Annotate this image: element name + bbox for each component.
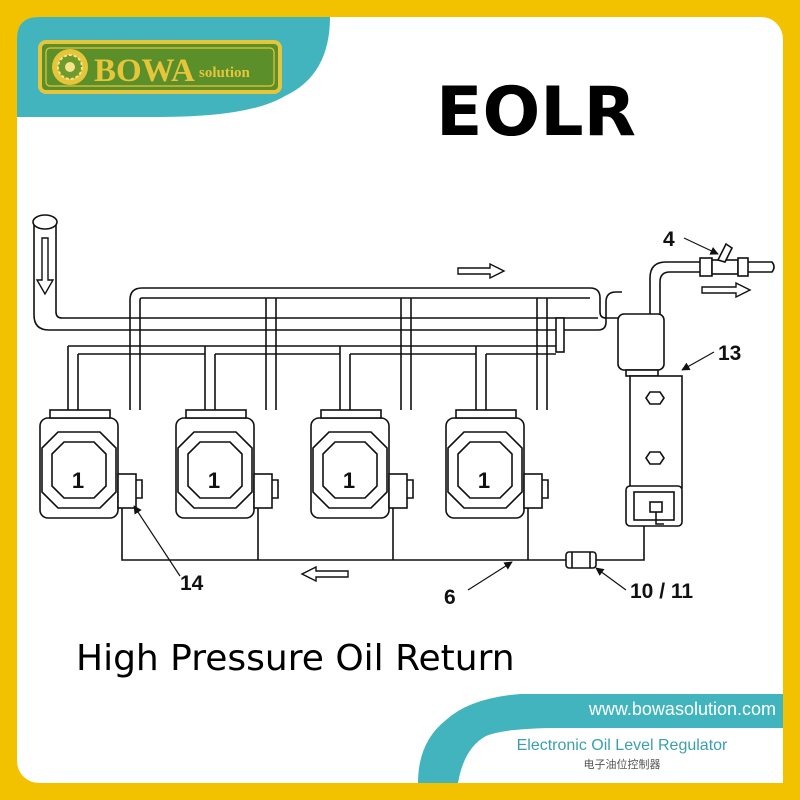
callout-10-11: 10 / 11 <box>630 580 693 603</box>
sun-circle-icon <box>52 49 88 85</box>
filter-drier <box>565 551 597 569</box>
compressor-label: 1 <box>478 468 490 493</box>
page-title: EOLR <box>436 73 636 152</box>
arrow-right-icon <box>457 262 506 280</box>
compressor-2: 1 <box>175 409 279 519</box>
compressor-label: 1 <box>208 468 220 493</box>
compressor-1: 1 <box>39 409 143 519</box>
callout-4: 4 <box>663 228 675 251</box>
compressor-4: 1 <box>445 409 549 519</box>
callout-14: 14 <box>180 572 204 595</box>
oil-separator-vessel <box>617 313 683 527</box>
callout-13: 13 <box>718 342 741 365</box>
product-name-en: Electronic Oil Level Regulator <box>517 737 728 754</box>
footer-white-inset <box>458 728 783 783</box>
product-name-cn: 电子油位控制器 <box>584 757 661 771</box>
compressor-3: 1 <box>310 409 414 519</box>
logo-brand-suffix: solution <box>199 65 251 81</box>
piping <box>32 214 775 410</box>
website-link[interactable]: www.bowasolution.com <box>588 699 776 719</box>
callout-6: 6 <box>444 586 456 609</box>
arrow-down-icon <box>35 237 55 296</box>
compressor-label: 1 <box>343 468 355 493</box>
sight-glass-valve <box>699 242 749 277</box>
arrow-left-icon <box>300 565 349 583</box>
diagram-caption: High Pressure Oil Return <box>76 638 515 679</box>
oil-return-line <box>121 508 645 561</box>
white-panel <box>17 17 783 783</box>
logo-brand-name: BOWA <box>94 53 195 89</box>
arrow-right-icon <box>701 281 752 299</box>
bowa-logo: BOWA solution <box>38 40 282 94</box>
compressor-label: 1 <box>72 468 84 493</box>
callout-leaders <box>133 237 719 591</box>
